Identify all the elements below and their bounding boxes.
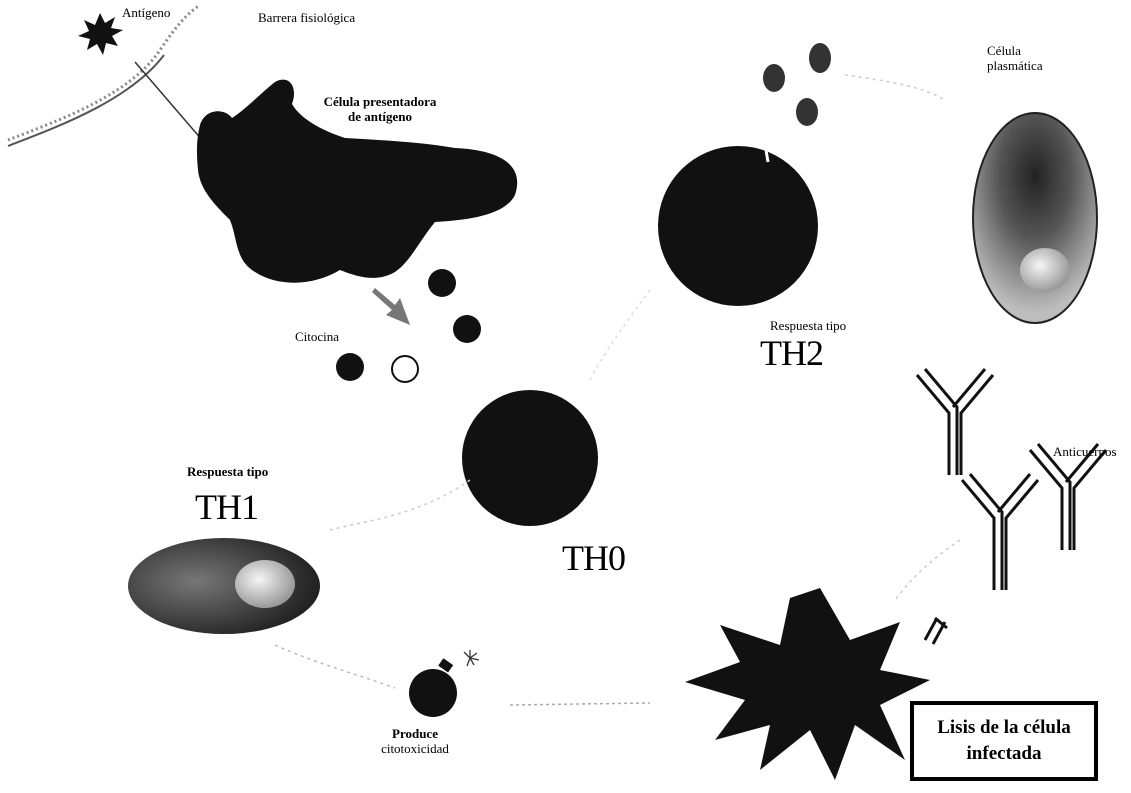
th1-caption: Respuesta tipo <box>187 465 268 480</box>
apc-label: Célula presentadora de antígeno <box>315 95 445 125</box>
th2-to-th0-arc <box>590 290 650 380</box>
cytokine-dot <box>428 269 456 297</box>
antigen-icon <box>78 13 123 55</box>
plasma-cell-label-line2: plasmática <box>987 58 1043 73</box>
lysis-label-line1: Lisis de la célula <box>937 715 1071 741</box>
antibody-icon <box>962 474 1038 590</box>
plasma-cell-label-line1: Célula <box>987 43 1021 58</box>
th0-label: TH0 <box>562 538 625 579</box>
cytokine-label: Citocina <box>295 330 339 345</box>
lysis-label-line2: infectada <box>967 741 1042 767</box>
antibodies-label: Anticuerpos <box>1053 445 1117 460</box>
barrier-label: Barrera fisiológica <box>258 11 355 26</box>
bound-antibody-icon <box>925 618 947 644</box>
th2-to-plasma-arc <box>845 75 945 100</box>
plasma-cell <box>973 113 1097 323</box>
plasma-cell-label: Célula plasmática <box>987 44 1043 74</box>
bomb-icon <box>409 669 457 717</box>
th2-cell-mark <box>766 150 768 162</box>
antigen-label: Antígeno <box>122 6 170 21</box>
cytokine-arrow-icon <box>372 288 410 325</box>
th2-caption: Respuesta tipo <box>770 319 846 334</box>
plasma-cell-nucleus <box>1020 248 1070 292</box>
th0-to-th1-arc <box>330 480 470 530</box>
cytokine-dot <box>336 353 364 381</box>
apc-label-line1: Célula presentadora <box>324 94 437 109</box>
th0-cell <box>462 390 598 526</box>
th2-cytokine-dot <box>796 98 818 126</box>
th2-label: TH2 <box>760 333 823 374</box>
cytotox-label-line1: Produce <box>392 726 438 741</box>
cytotox-to-lysis-arrow <box>510 703 650 705</box>
apc-label-line2: de antígeno <box>348 109 412 124</box>
infected-cell-burst <box>685 588 930 780</box>
th2-cytokine-dot <box>809 43 831 73</box>
th1-cell-nucleus <box>235 560 295 608</box>
antibody-icon <box>917 369 993 475</box>
bomb-spark-icon <box>464 650 479 666</box>
cytotox-label: Produce citotoxicidad <box>360 727 470 757</box>
cytotox-label-line2: citotoxicidad <box>381 741 449 756</box>
cytokine-dot <box>453 315 481 343</box>
th1-label: TH1 <box>195 487 258 528</box>
th2-cytokine-dot <box>763 64 785 92</box>
antibodies-to-lysis-arc <box>895 540 960 600</box>
th2-cell <box>658 146 818 306</box>
cytokine-dot-open <box>392 356 418 382</box>
lysis-box: Lisis de la célula infectada <box>910 701 1098 781</box>
th1-to-cytotox-arc <box>275 645 395 688</box>
